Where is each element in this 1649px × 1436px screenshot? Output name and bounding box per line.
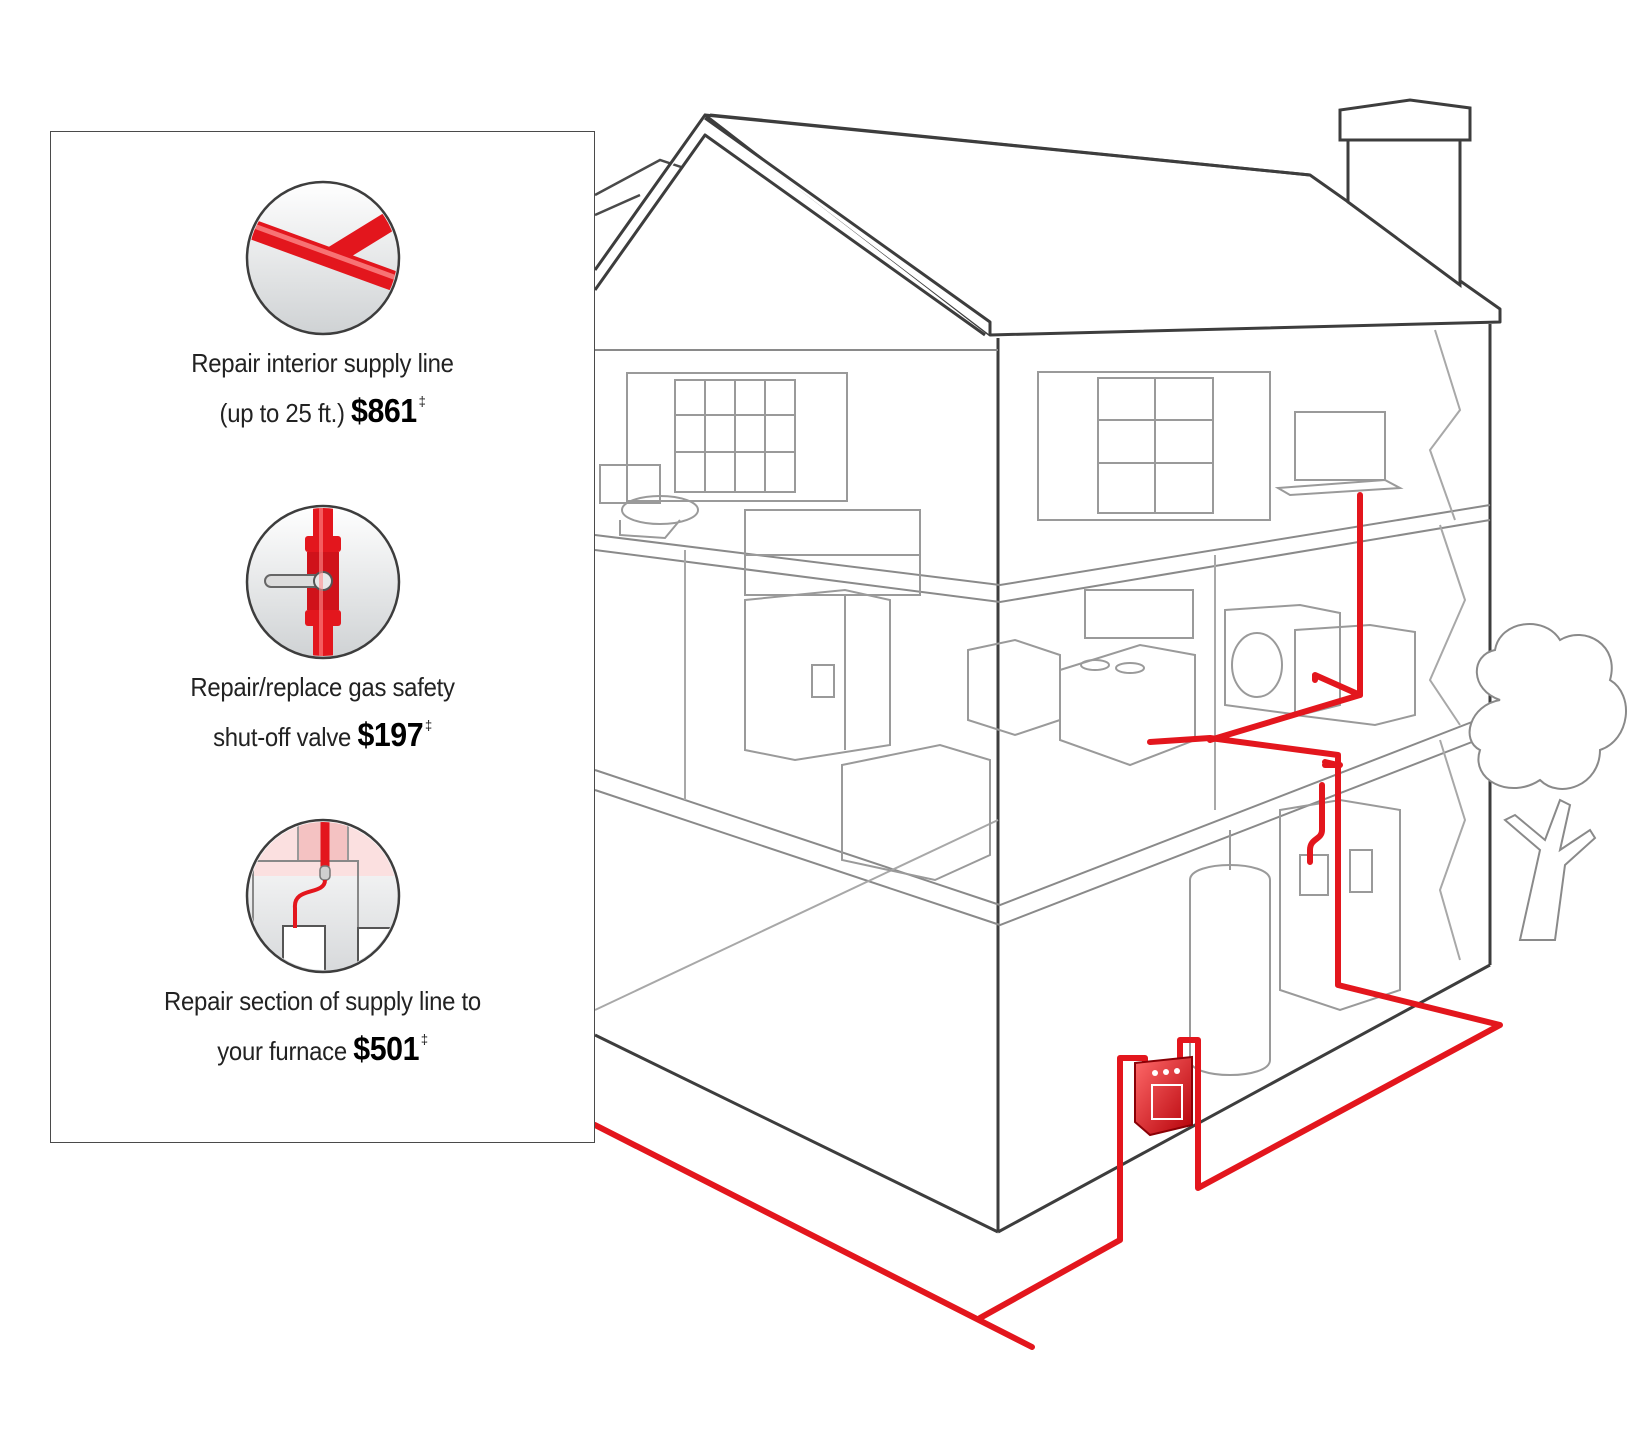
callout-furnace-line-caption: Repair section of supply line to your fu… [73, 982, 573, 1070]
callout-supply-line-price: $861 [351, 392, 417, 429]
gas-line [592, 492, 1503, 1350]
tree [1468, 623, 1627, 941]
gas-meter [1134, 1055, 1193, 1137]
kitchen-appliances [744, 588, 1196, 882]
callout-furnace-line-price: $501 [353, 1030, 419, 1067]
callout-supply-line: Repair interior supply line (up to 25 ft… [51, 178, 594, 432]
callout-supply-line-caption: Repair interior supply line (up to 25 ft… [73, 344, 573, 432]
callout-shutoff-valve-caption: Repair/replace gas safety shut-off valve… [73, 668, 573, 756]
chimney [1338, 98, 1472, 288]
window-right [1037, 371, 1271, 521]
roof [593, 113, 1502, 337]
callout-furnace-line-line1: Repair section of supply line to [164, 986, 481, 1016]
exterior-walls [594, 324, 1492, 1234]
supply-line-pipe-icon [245, 180, 400, 336]
callout-furnace-line-line2: your furnace [217, 1036, 347, 1066]
callout-supply-line-line2: (up to 25 ft.) [219, 398, 345, 428]
callout-shutoff-valve-line1: Repair/replace gas safety [190, 672, 455, 702]
gas-shutoff-valve-icon [245, 504, 400, 660]
floor-slabs [594, 349, 1491, 927]
callout-shutoff-valve: Repair/replace gas safety shut-off valve… [51, 502, 594, 756]
callout-supply-line-line1: Repair interior supply line [191, 348, 454, 378]
callout-furnace-line-mark: ‡ [420, 1031, 428, 1047]
laptop [1274, 411, 1404, 497]
callout-shutoff-valve-line2: shut-off valve [213, 722, 352, 752]
basement-equipment [1189, 798, 1401, 1076]
furnace-supply-line-icon [245, 818, 400, 974]
bathroom-fixtures [599, 464, 921, 596]
repair-callout-panel: Repair interior supply line (up to 25 ft… [50, 131, 595, 1143]
window-left [626, 372, 848, 502]
callout-shutoff-valve-mark: ‡ [424, 717, 432, 733]
callout-supply-line-mark: ‡ [418, 393, 426, 409]
callout-shutoff-valve-price: $197 [357, 716, 424, 753]
callout-furnace-line: Repair section of supply line to your fu… [51, 816, 594, 1070]
interior-walls [594, 329, 1467, 1011]
